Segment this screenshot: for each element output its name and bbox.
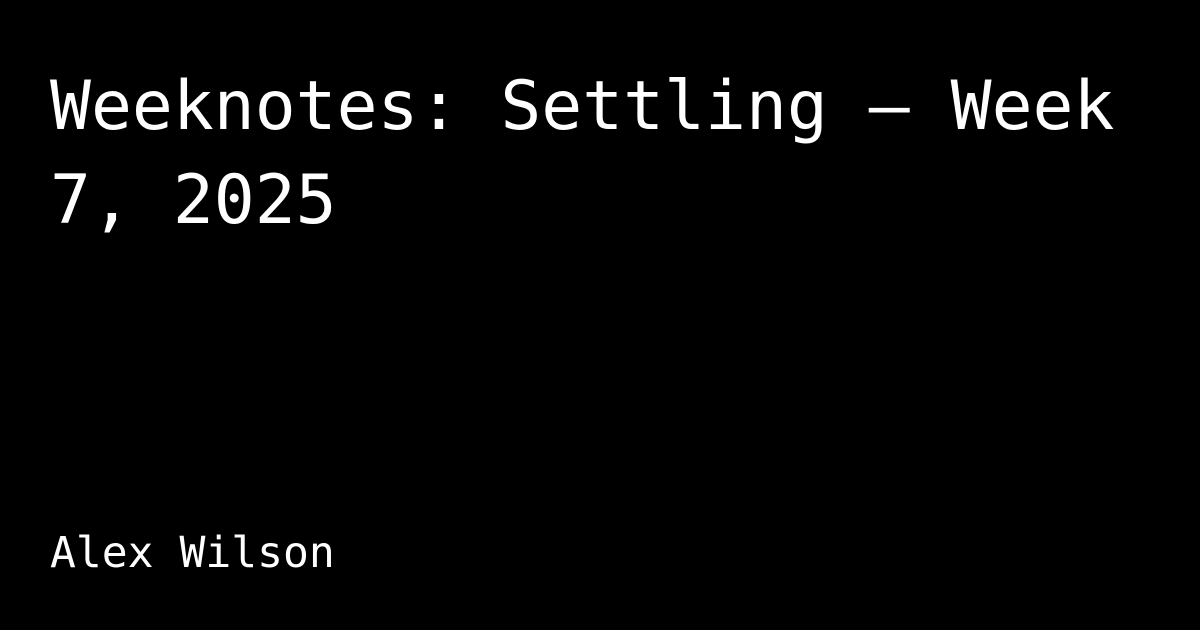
post-title: Weeknotes: Settling – Week 7, 2025 [50,67,1115,240]
author-name: Alex Wilson [50,528,335,578]
